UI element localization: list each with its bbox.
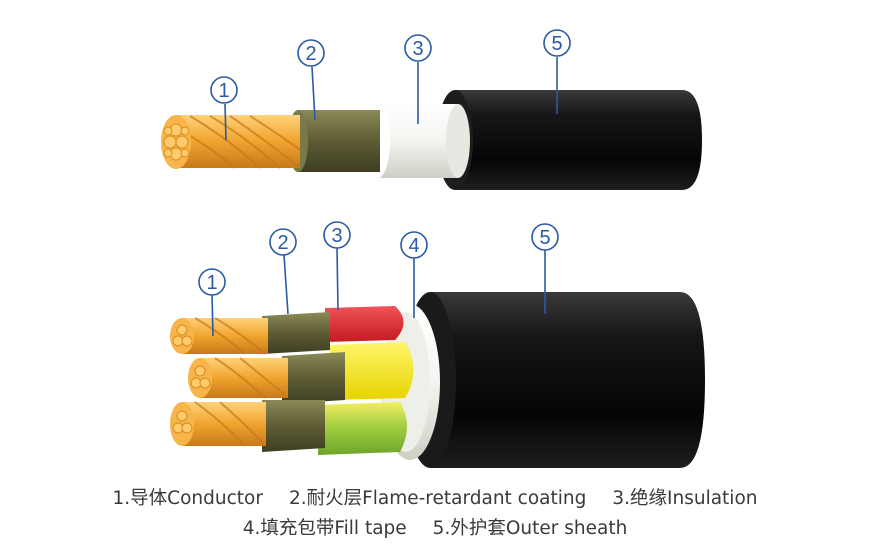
- cable-diagram: 1 2 3 5: [161, 29, 705, 468]
- top-fire-coating: [298, 110, 380, 172]
- top-callout-1-label: 1: [218, 80, 229, 102]
- legend-flame-retardant-coating: 2.耐火层Flame-retardant coating: [288, 488, 587, 509]
- bottom-core-green: [318, 402, 407, 455]
- bottom-callout-4-label: 4: [408, 235, 419, 257]
- bottom-conductor-1: [182, 318, 268, 354]
- bottom-callout-4: [400, 231, 428, 259]
- legend-outer-sheath: 5.外护套Outer sheath: [432, 518, 628, 539]
- top-callout-3-label: 3: [412, 38, 423, 60]
- top-outer-sheath: [455, 90, 702, 190]
- top-insulation: [378, 104, 458, 178]
- legend-insulation: 3.绝缘Insulation: [612, 488, 758, 509]
- top-callout-5: [543, 29, 571, 57]
- bottom-callout-3-label: 3: [331, 225, 342, 247]
- bottom-callout-3: [323, 221, 351, 249]
- top-callout-3: [404, 34, 432, 62]
- bottom-callout-1-label: 1: [206, 272, 217, 294]
- legend-fill-tape: 4.填充包带Fill tape: [242, 518, 407, 539]
- legend-row-2: 4.填充包带Fill tape 5.外护套Outer sheath: [0, 514, 870, 540]
- bottom-callout-2: [269, 228, 297, 256]
- top-callout-1: [210, 76, 238, 104]
- top-callout-2: [297, 39, 325, 67]
- cable-top: 1 2 3 5: [161, 29, 702, 190]
- top-conductor: [176, 115, 300, 168]
- bottom-core-red: [325, 306, 404, 342]
- bottom-outer-sheath: [430, 292, 705, 468]
- bottom-callout-2-label: 2: [277, 232, 288, 254]
- bottom-callout-5-label: 5: [539, 227, 550, 249]
- top-callout-2-label: 2: [305, 43, 316, 65]
- legend-row-1: 1.导体Conductor 2.耐火层Flame-retardant coatin…: [0, 484, 870, 510]
- top-callout-5-label: 5: [551, 33, 562, 55]
- bottom-callout-1: [198, 268, 226, 296]
- bottom-callout-5: [531, 223, 559, 251]
- cable-bottom: 1 2 3 4 5: [170, 221, 705, 468]
- legend-conductor: 1.导体Conductor: [112, 488, 263, 509]
- bottom-core-yellow: [330, 342, 414, 400]
